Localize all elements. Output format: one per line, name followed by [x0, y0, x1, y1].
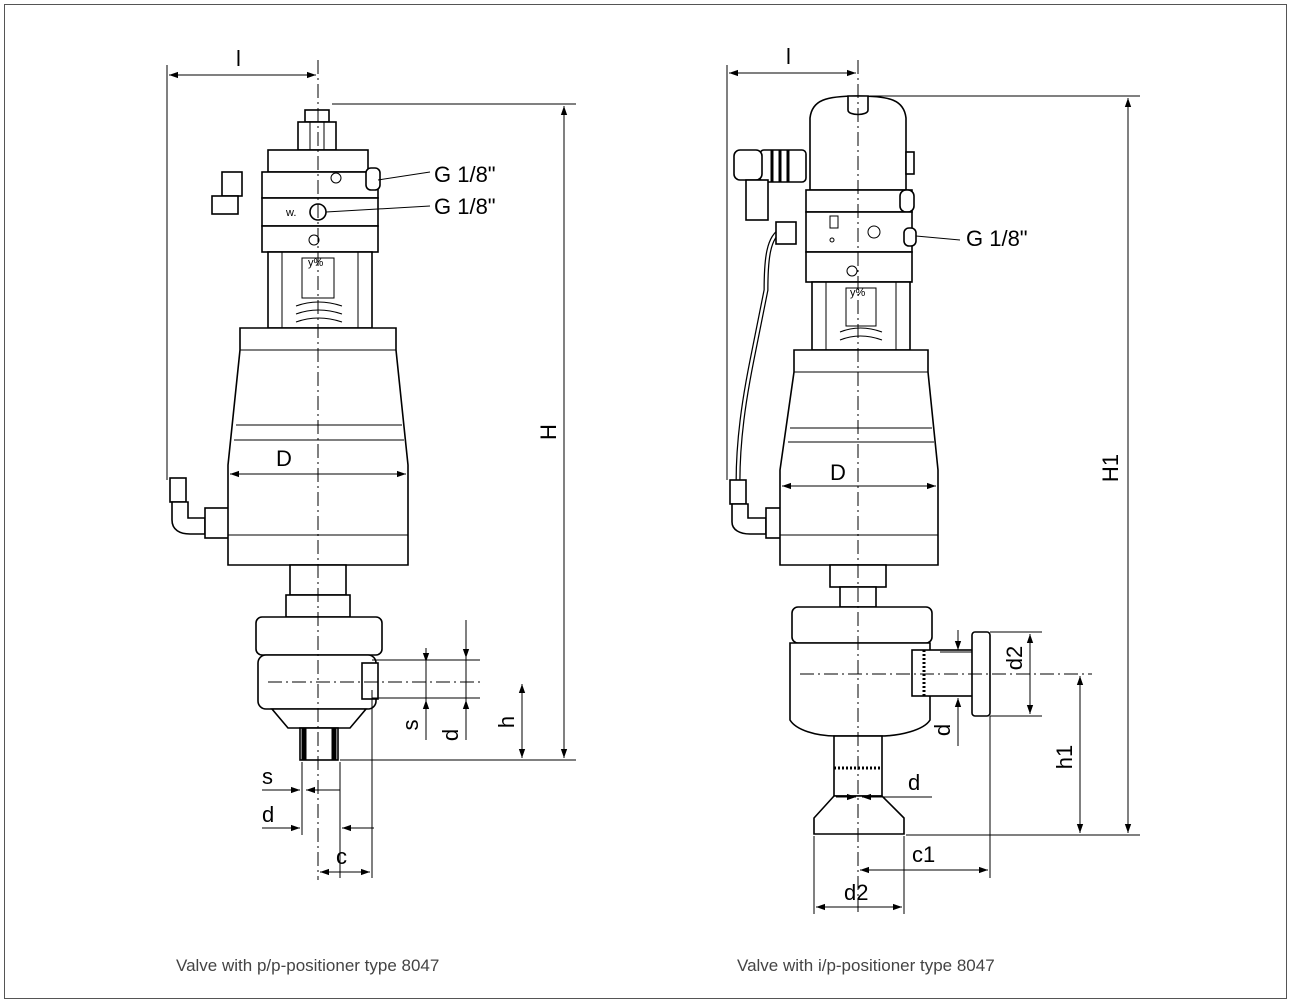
left-stroke-scale: y% [308, 257, 324, 269]
left-label-s-bottom: s [262, 764, 273, 789]
right-label-D: D [830, 460, 846, 485]
left-leader-g2 [325, 205, 431, 213]
right-positioner-band [805, 189, 913, 213]
left-bonnet-ring [255, 616, 383, 656]
right-label-d2-bottom: d2 [844, 880, 868, 905]
left-caption: Valve with p/p-positioner type 8047 [176, 956, 440, 975]
right-stroke-scale: y% [850, 287, 866, 299]
left-positioner-upper [261, 171, 379, 199]
left-label-l: l [236, 46, 241, 71]
left-label-D: D [276, 446, 292, 471]
right-dome-cap [847, 95, 869, 116]
left-label-g18-upper: G 1/8" [434, 162, 496, 187]
right-label-c1: c1 [912, 842, 935, 867]
right-port-g18 [903, 227, 917, 247]
left-w-marking: w. [285, 207, 296, 219]
drawing-frame [4, 4, 1287, 999]
right-label-g18: G 1/8" [966, 226, 1028, 251]
right-bonnet-ring [791, 606, 933, 644]
left-side-port-nut [204, 507, 230, 539]
left-label-g18-lower: G 1/8" [434, 194, 496, 219]
left-body-taper [270, 708, 368, 729]
left-leader-g1 [377, 171, 431, 181]
right-tube-fitting-upper [775, 221, 797, 245]
right-positioner-valve-block [805, 211, 913, 253]
right-label-H1: H1 [1098, 454, 1123, 482]
right-valve-body [789, 642, 931, 737]
right-label-l: l [786, 44, 791, 69]
left-top-knob [304, 109, 330, 123]
left-label-d-side: d [438, 729, 463, 741]
right-valve-drawing: y% l [726, 44, 1140, 914]
left-label-s-side: s [398, 720, 423, 731]
right-pneumatic-tube [735, 227, 784, 483]
right-electrical-plug [745, 179, 769, 221]
left-spring-housing [267, 251, 373, 329]
right-side-outlet [911, 649, 983, 697]
left-tube-fitting-body [211, 195, 239, 215]
left-label-d-bottom: d [262, 802, 274, 827]
right-label-d-bottom: d [908, 770, 920, 795]
left-valve-drawing: w. y% [166, 46, 576, 880]
left-label-h: h [494, 716, 519, 728]
left-tube-fitting-upper [221, 171, 243, 197]
right-bottom-clamp-flange [813, 795, 905, 835]
right-label-d2-side: d2 [1002, 646, 1027, 670]
left-tube-fitting-lower [169, 477, 187, 503]
right-elbow-fitting [731, 503, 767, 535]
right-cable-gland [759, 149, 807, 183]
right-label-h1: h1 [1052, 745, 1077, 769]
left-pneumatic-tube [175, 179, 223, 481]
left-label-H: H [536, 424, 561, 440]
left-positioner-lower [261, 225, 379, 253]
right-dome-side-button [905, 151, 915, 175]
right-tube-fitting-lower [729, 479, 747, 505]
right-actuator-body [779, 349, 939, 566]
left-top-nut [297, 121, 337, 151]
right-leader-g18 [915, 235, 961, 241]
left-side-outlet [361, 662, 379, 700]
left-elbow-fitting [171, 501, 206, 535]
right-spring-housing [811, 281, 911, 351]
right-caption: Valve with i/p-positioner type 8047 [737, 956, 995, 975]
right-positioner-lower [805, 251, 913, 283]
left-label-c: c [336, 844, 347, 869]
left-port-g18-upper [365, 167, 381, 191]
right-label-d-side: d [930, 724, 955, 736]
